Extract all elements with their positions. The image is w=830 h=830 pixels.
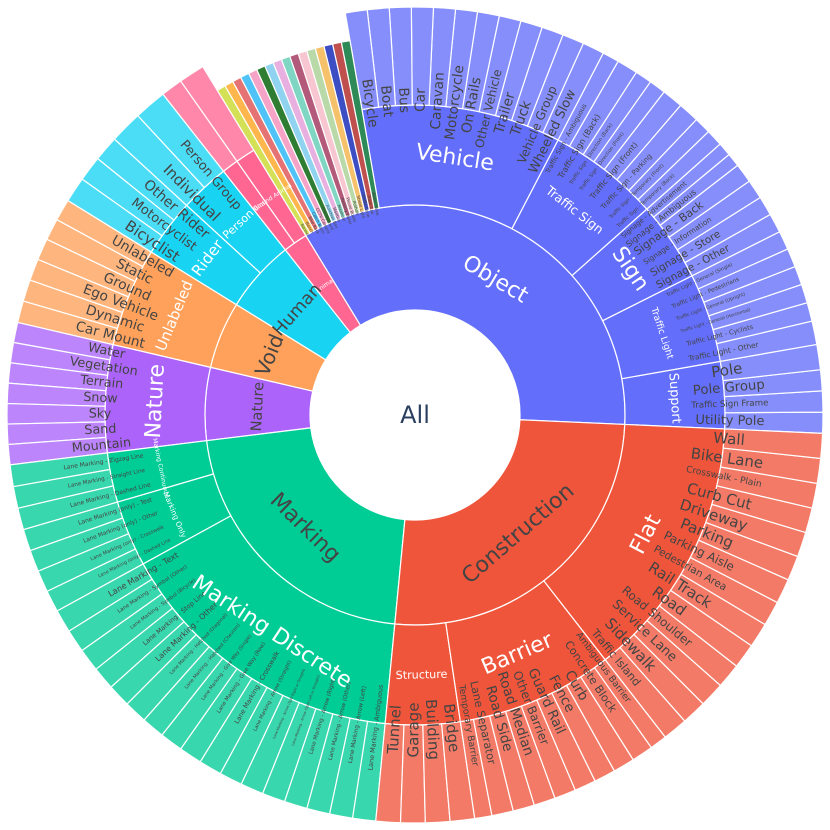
segment-car[interactable]	[410, 6, 435, 106]
segment-garage[interactable]	[399, 724, 426, 824]
segment-sky[interactable]	[6, 402, 106, 425]
segment-wall[interactable]	[722, 428, 824, 460]
center-root[interactable]	[310, 310, 520, 520]
